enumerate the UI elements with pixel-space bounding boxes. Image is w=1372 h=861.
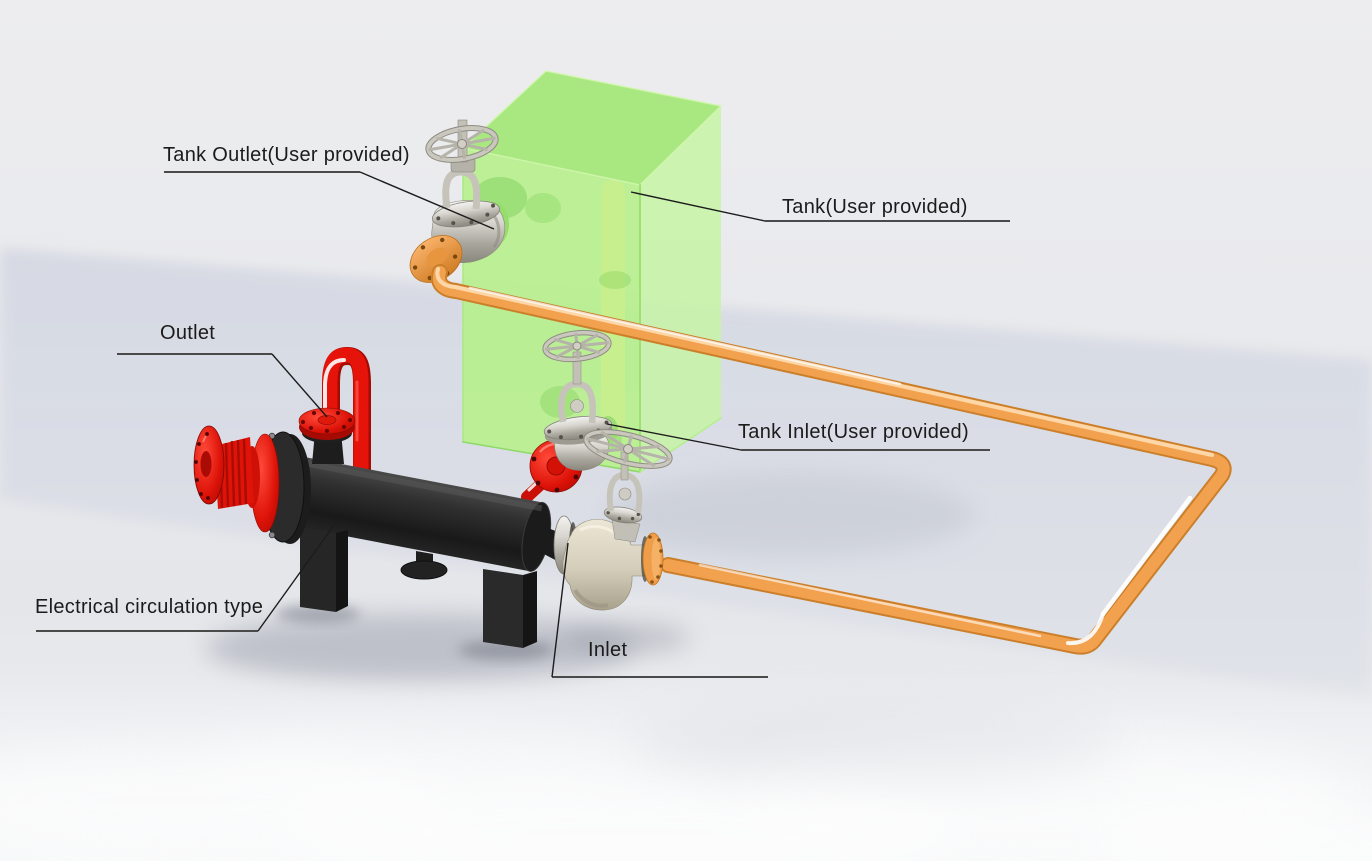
callout-tank: Tank(User provided) [630,191,1010,222]
drain-flange [400,551,448,580]
callout-tank-outlet: Tank Outlet(User provided) [163,144,495,230]
handwheel [583,429,673,469]
leader-line [257,520,338,632]
red-outlet-u-pipe [322,346,371,479]
callout-heater: Electrical circulation type [35,520,338,632]
inlet-elbow-assembly [553,429,673,611]
label-outlet: Outlet [160,322,215,344]
leader-line [630,191,766,222]
callout-tank-inlet: Tank Inlet(User provided) [606,421,990,451]
orange-pipe-loop [431,264,1232,655]
tank-outlet-valve [409,119,509,283]
tank-top-face [463,71,721,185]
handwheel [425,125,499,163]
outlet-pipe-flange [409,235,463,283]
leader-line [359,171,495,230]
inlet-valve [583,429,673,543]
label-tank: Tank(User provided) [782,196,968,218]
tank-right-face [640,106,721,472]
leader-line [271,353,328,418]
leader-line [551,542,569,678]
handwheel [542,329,612,363]
label-inlet: Inlet [588,639,627,661]
circulation-heater [193,346,563,648]
heater-legs [300,527,537,648]
leader-line [606,423,742,451]
fog [0,670,1372,861]
callouts: Tank Outlet(User provided) Tank(User pro… [35,144,1010,678]
elbow-body [562,519,647,611]
inlet-orange-flange [641,532,664,586]
pump-motor-red [193,425,280,533]
label-tank-outlet: Tank Outlet(User provided) [163,144,410,166]
heater-shell [266,452,552,572]
label-electrical-circulation-type: Electrical circulation type [35,596,263,618]
callout-outlet: Outlet [117,322,328,418]
label-tank-inlet: Tank Inlet(User provided) [738,421,969,443]
callout-inlet: Inlet [551,542,768,678]
heater-outlet-port [298,407,356,464]
